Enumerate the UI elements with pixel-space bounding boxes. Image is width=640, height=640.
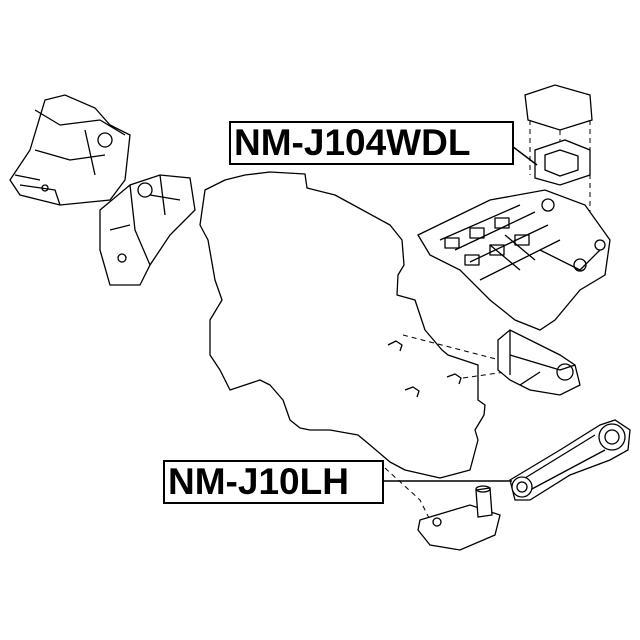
engine-outline — [199, 171, 486, 479]
part-number-label-lower: NM-J10LH — [163, 460, 384, 504]
part-number-label-upper: NM-J104WDL — [229, 121, 514, 165]
right-engine-mount-assembly — [417, 84, 611, 396]
lower-torque-rod — [417, 419, 631, 551]
engine-bolt-marks — [387, 340, 462, 398]
left-engine-mount — [9, 94, 196, 286]
